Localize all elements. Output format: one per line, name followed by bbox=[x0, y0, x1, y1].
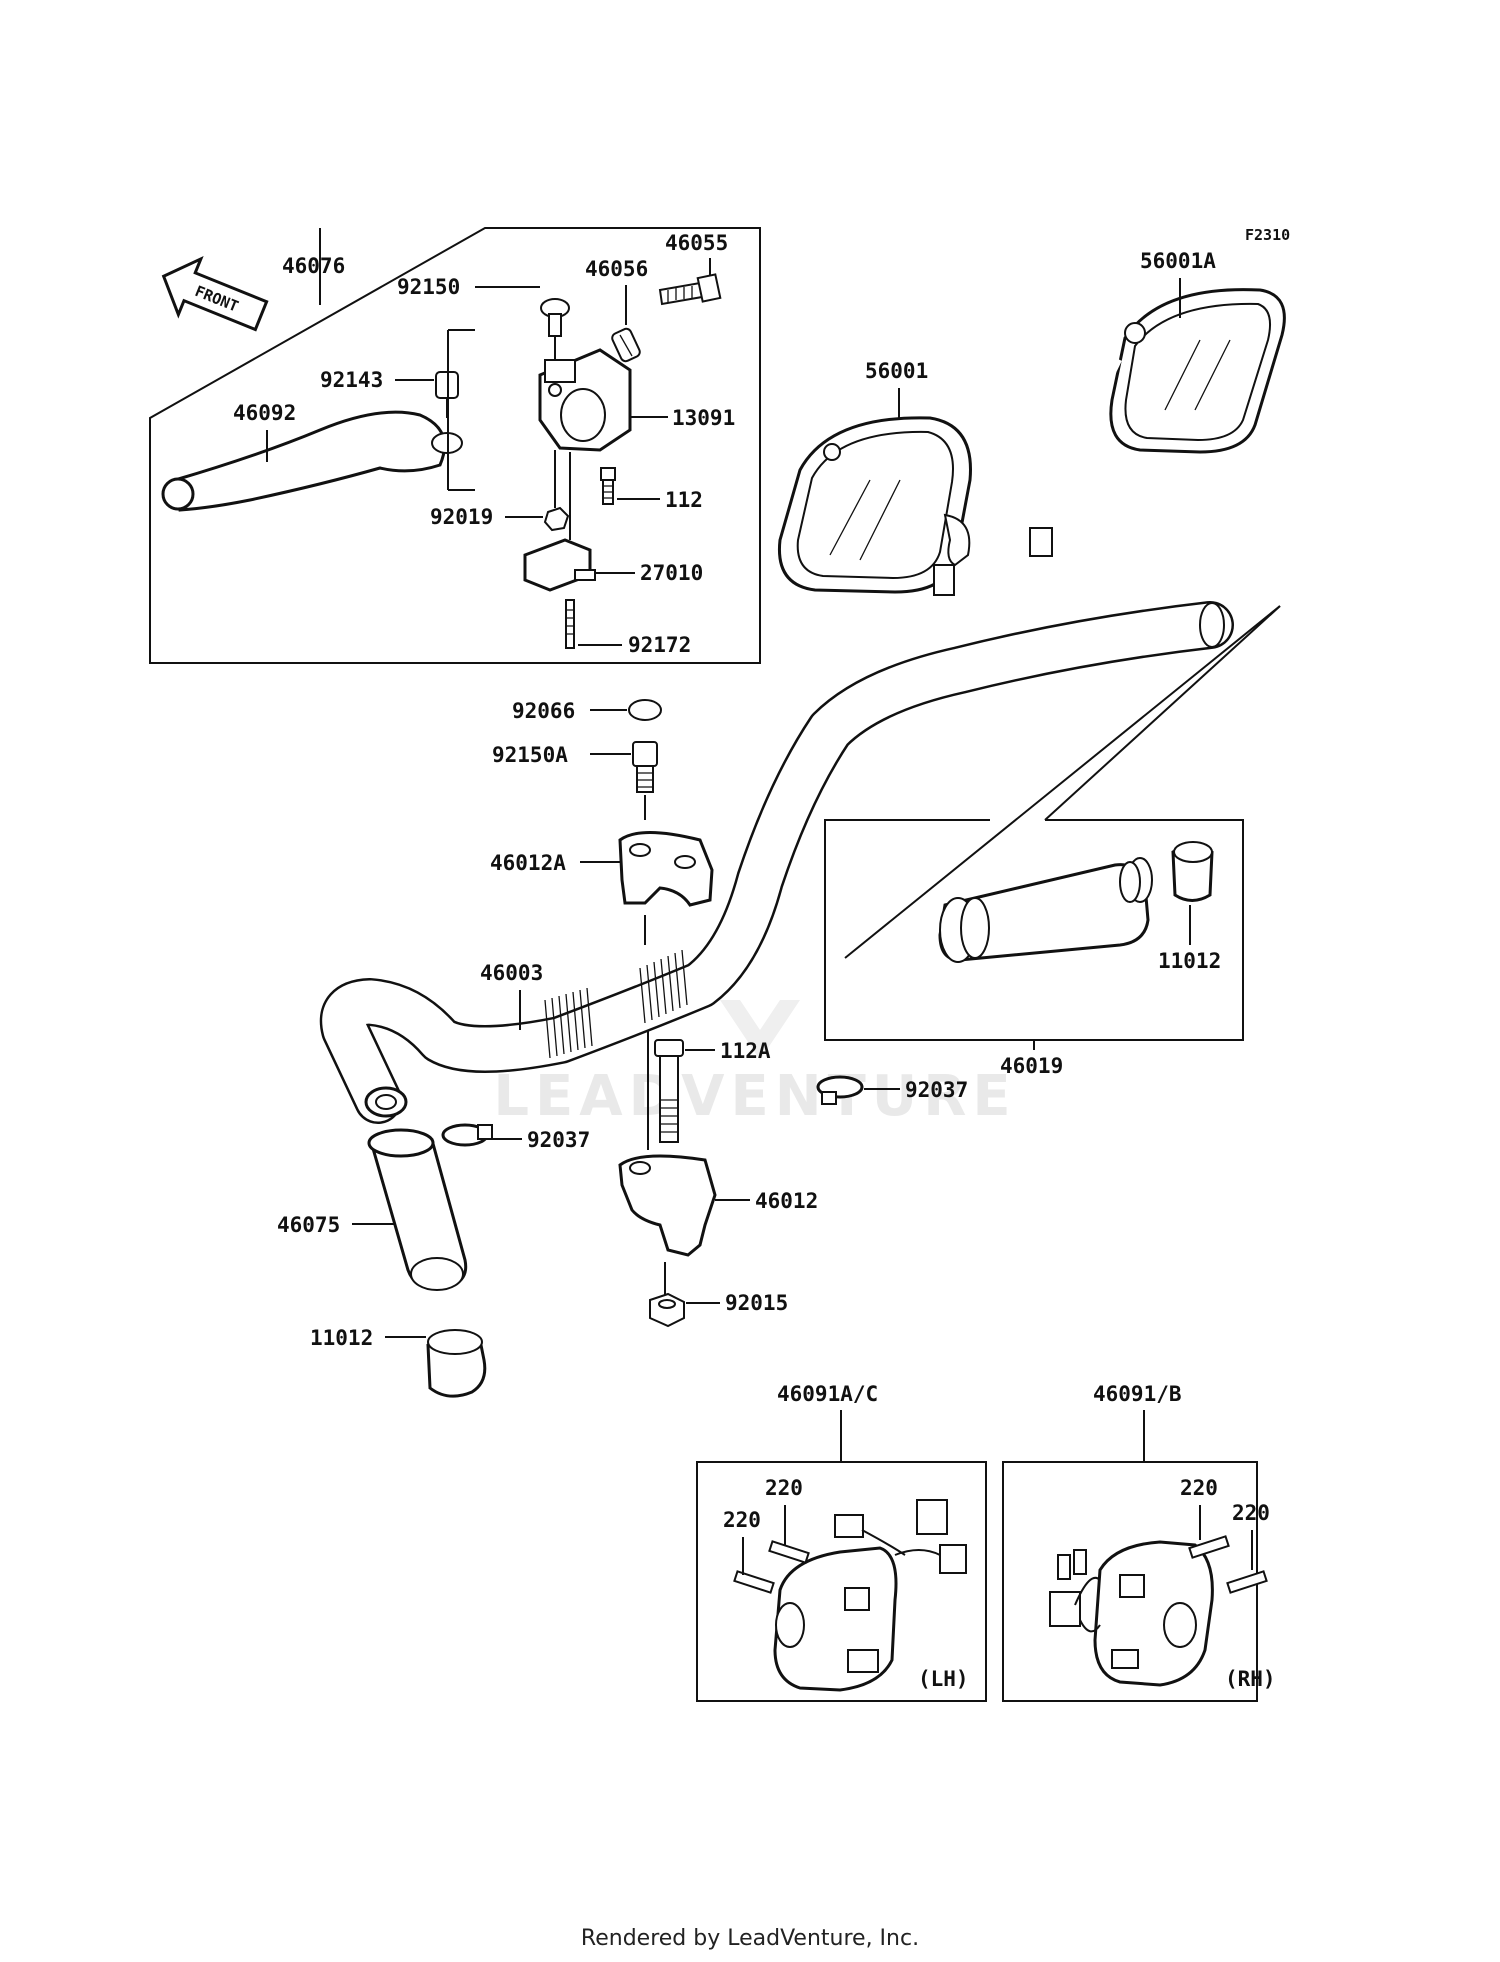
callout-11012-right: 11012 bbox=[1158, 949, 1221, 973]
callout-13091: 13091 bbox=[672, 406, 735, 430]
callout-46019: 46019 bbox=[1000, 1054, 1063, 1078]
callout-46003: 46003 bbox=[480, 961, 543, 985]
callout-92150A: 92150A bbox=[492, 743, 568, 767]
callout-46091B: 46091/B bbox=[1093, 1382, 1182, 1406]
callout-46091AC: 46091A/C bbox=[777, 1382, 878, 1406]
clamp-bolt-bottom bbox=[647, 1030, 684, 1150]
callout-27010: 27010 bbox=[640, 561, 703, 585]
callout-46012: 46012 bbox=[755, 1189, 818, 1213]
figure-code: F2310 bbox=[1245, 226, 1290, 244]
left-switch-box bbox=[696, 1461, 987, 1702]
left-grip bbox=[367, 1128, 468, 1291]
cable-tie-right bbox=[816, 1075, 864, 1105]
label-lh: (LH) bbox=[918, 1667, 969, 1691]
callout-92015: 92015 bbox=[725, 1291, 788, 1315]
throttle-grip bbox=[938, 857, 1153, 963]
adjuster-nut bbox=[611, 327, 641, 363]
callout-11012-left: 11012 bbox=[310, 1326, 373, 1350]
left-screw-b bbox=[768, 1540, 810, 1564]
adjuster-bolt bbox=[658, 273, 722, 306]
mirror-left bbox=[777, 416, 972, 596]
right-screw-b bbox=[1226, 1570, 1268, 1594]
pivot-nut bbox=[543, 450, 570, 532]
mirror-right bbox=[1029, 288, 1286, 557]
callout-92019: 92019 bbox=[430, 505, 493, 529]
clutch-switch bbox=[523, 452, 596, 592]
callout-46075: 46075 bbox=[277, 1213, 340, 1237]
upper-clamp bbox=[618, 795, 714, 945]
clamp-bolt-top bbox=[632, 741, 658, 793]
callout-46076: 46076 bbox=[282, 254, 345, 278]
clamp-nut bbox=[649, 1292, 685, 1328]
callout-220-d: 220 bbox=[1232, 1501, 1270, 1525]
lower-clamp bbox=[618, 1154, 717, 1300]
left-screw-a bbox=[733, 1570, 775, 1594]
bar-end-weight-right bbox=[1171, 841, 1214, 902]
callout-112: 112 bbox=[665, 488, 703, 512]
callout-220-c: 220 bbox=[1180, 1476, 1218, 1500]
callout-92172: 92172 bbox=[628, 633, 691, 657]
lever-holder bbox=[538, 348, 632, 452]
switch-screw bbox=[565, 599, 575, 649]
callout-46056: 46056 bbox=[585, 257, 648, 281]
render-credit: Rendered by LeadVenture, Inc. bbox=[580, 1926, 920, 1951]
callout-112A: 112A bbox=[720, 1039, 771, 1063]
callout-92037-left: 92037 bbox=[527, 1128, 590, 1152]
clutch-lever bbox=[161, 410, 463, 512]
left-switch-housing bbox=[773, 1499, 967, 1692]
right-screw-a bbox=[1188, 1535, 1230, 1559]
handlebar bbox=[319, 601, 1234, 1124]
right-switch-housing bbox=[1049, 1540, 1214, 1687]
holder-screw bbox=[600, 467, 616, 505]
callout-46055: 46055 bbox=[665, 231, 728, 255]
callout-56001A: 56001A bbox=[1140, 249, 1216, 273]
front-arrow-icon: FRONT bbox=[161, 255, 269, 332]
callout-92150: 92150 bbox=[397, 275, 460, 299]
callout-220-b: 220 bbox=[723, 1508, 761, 1532]
callout-220-a: 220 bbox=[765, 1476, 803, 1500]
pivot-bolt bbox=[540, 298, 570, 368]
callout-46012A: 46012A bbox=[490, 851, 566, 875]
watermark: LEADVENTURE bbox=[493, 1064, 1016, 1129]
cable-tie-left bbox=[441, 1123, 493, 1147]
callout-92066: 92066 bbox=[512, 699, 575, 723]
callout-46092: 46092 bbox=[233, 401, 296, 425]
watermark-logo bbox=[720, 1000, 800, 1060]
bar-end-weight-left bbox=[426, 1329, 487, 1398]
cap-92066 bbox=[628, 699, 662, 721]
callout-92143: 92143 bbox=[320, 368, 383, 392]
callout-56001: 56001 bbox=[865, 359, 928, 383]
label-rh: (RH) bbox=[1225, 1667, 1276, 1691]
callout-92037-right: 92037 bbox=[905, 1078, 968, 1102]
